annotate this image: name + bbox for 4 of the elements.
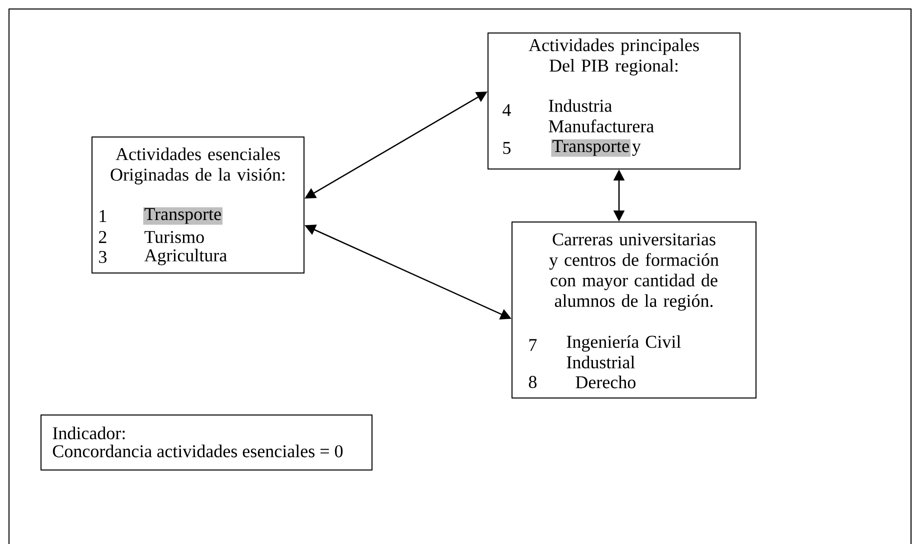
text-box: Actividades principales Del PIB regional: 4 Industria Manufacturera 5 Transporte y (488, 32, 740, 170)
text-box: Actividades esenciales Originadas de la visión: 1 Transporte 2 Turismo 3 Agricultura (92, 136, 304, 274)
text-box: Indicador: Concordancia actividades esenciales = 0 (40, 414, 372, 470)
text-box: Carreras universitarias y centros de formación con mayor cantidad de alumnos de la región. 7 Ingeniería Civil Industrial 8 Derecho (512, 222, 756, 398)
